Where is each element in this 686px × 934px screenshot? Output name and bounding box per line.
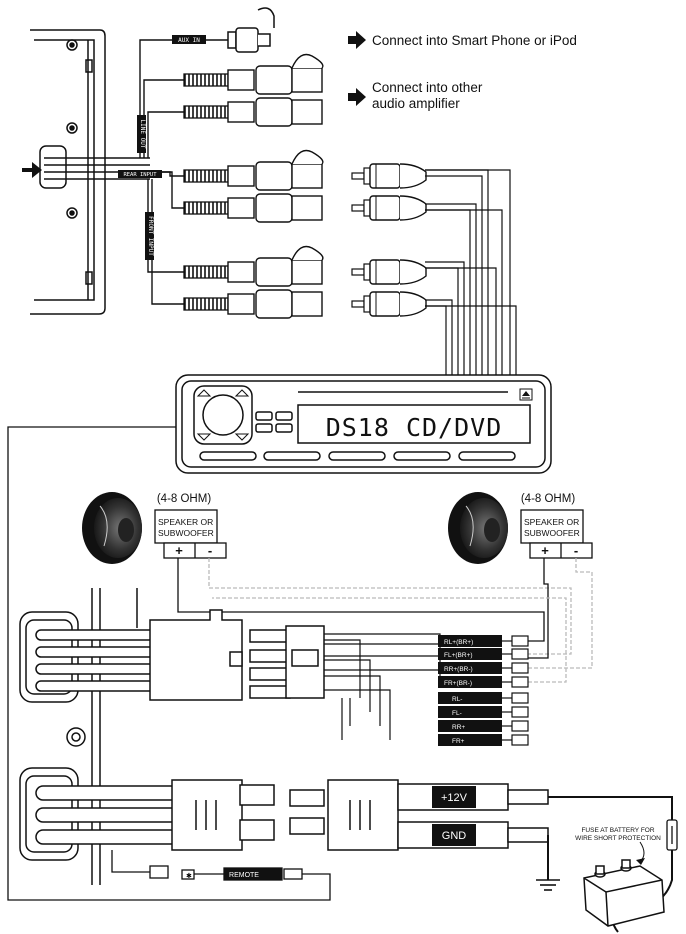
speaker-left-label-1: SPEAKER OR	[158, 517, 213, 527]
speaker-wire-tag: FR+	[438, 734, 529, 746]
speaker-left-plus: +	[175, 543, 183, 558]
plus12-tag	[432, 786, 476, 808]
rca-female-connector	[183, 289, 323, 319]
rca-male-plug	[351, 259, 427, 285]
fuse-note-line1: FUSE AT BATTERY FOR	[581, 827, 654, 834]
fuse-note-line2: WIRE SHORT PROTECTION	[575, 835, 661, 842]
speaker-wire-label: FR+(BR-)	[444, 680, 472, 687]
fuse-icon	[666, 819, 678, 851]
rca-plug-group	[351, 163, 427, 317]
speaker-wire-label: FL-	[452, 710, 462, 717]
rca-female-connector	[183, 193, 323, 223]
smartphone-caption: Connect into Smart Phone or iPod	[372, 33, 577, 48]
speaker-wire-tags: RL+(BR+) FL+(BR+) RR+(BR-) FR+(BR-) RL- FL- RR…	[438, 635, 529, 746]
speaker-left-minus: -	[208, 543, 212, 558]
remote-wire	[7, 426, 331, 901]
speaker-wire-label: FL+(BR+)	[444, 652, 473, 659]
speaker-wire-tag: RL-	[438, 692, 529, 704]
amp-caption-line2: audio amplifier	[372, 96, 460, 111]
gnd-tag	[432, 824, 476, 846]
amp-caption-line1: Connect into other	[372, 80, 483, 95]
battery-icon	[583, 859, 665, 927]
plug-to-headunit-wires	[425, 169, 517, 382]
aux-jack	[227, 7, 275, 53]
speaker-wire-label: FR+	[452, 738, 465, 745]
front-input-label: FRONT INPUT	[147, 216, 154, 256]
rca-male-plug	[351, 291, 427, 317]
speaker-right: (4-8 OHM) SPEAKER OR SUBWOOFER + -	[448, 492, 593, 564]
speaker-wires	[177, 558, 593, 683]
speaker-right-plus: +	[541, 543, 549, 558]
harness-clip-top	[39, 145, 150, 189]
svg-text:✱: ✱	[186, 872, 192, 880]
speaker-right-impedance: (4-8 OHM)	[521, 493, 575, 505]
head-unit-display: DS18 CD/DVD	[326, 413, 503, 442]
rca-female-connector	[183, 149, 324, 191]
rca-female-connector	[183, 245, 324, 287]
speaker-right-minus: -	[574, 543, 578, 558]
arrow-right-icon	[22, 162, 42, 178]
speaker-wire-tag: RL+(BR+)	[438, 635, 529, 647]
gnd-label: GND	[442, 830, 467, 842]
arrow-right-icon	[348, 88, 366, 106]
line-out-label: LINE OUT	[139, 120, 146, 149]
rca-connector-group	[183, 53, 324, 319]
rear-input-label: REAR INPUT	[123, 172, 157, 178]
speaker-wire-tag: FL+(BR+)	[438, 648, 529, 660]
head-unit	[175, 374, 552, 474]
rca-male-plug	[351, 163, 427, 189]
speaker-wire-label: RL-	[452, 696, 462, 703]
plus12-label: +12V	[441, 792, 468, 804]
rca-male-plug	[351, 195, 427, 221]
harness-output-wires	[324, 633, 441, 740]
aux-in-label: AUX IN	[178, 37, 200, 44]
speaker-wire-tag: FL-	[438, 706, 529, 718]
speaker-wire-label: RR+(BR-)	[444, 666, 473, 673]
speaker-left-label-2: SUBWOOFER	[158, 528, 214, 538]
remote-label: REMOTE	[229, 872, 259, 879]
speaker-wire-tag: RR+	[438, 720, 529, 732]
volume-knob	[202, 394, 244, 436]
ground-icon	[536, 879, 560, 891]
power-harness	[19, 767, 549, 861]
speaker-left: (4-8 OHM) SPEAKER OR SUBWOOFER + -	[82, 492, 227, 564]
rca-female-connector	[183, 97, 323, 127]
speaker-wire-tag: FR+(BR-)	[438, 676, 529, 688]
speaker-icon	[82, 492, 142, 564]
speaker-icon	[448, 492, 508, 564]
speaker-wire-label: RR+	[452, 724, 465, 731]
speaker-harness	[19, 609, 325, 703]
rca-female-connector	[183, 53, 324, 95]
eject-icon[interactable]	[519, 388, 533, 401]
speaker-right-label-1: SPEAKER OR	[524, 517, 579, 527]
arrow-right-icon	[348, 31, 366, 49]
speaker-wire-tag: RR+(BR-)	[438, 662, 529, 674]
speaker-right-label-2: SUBWOOFER	[524, 528, 580, 538]
speaker-wire-label: RL+(BR+)	[444, 639, 473, 646]
speaker-left-impedance: (4-8 OHM)	[157, 493, 211, 505]
